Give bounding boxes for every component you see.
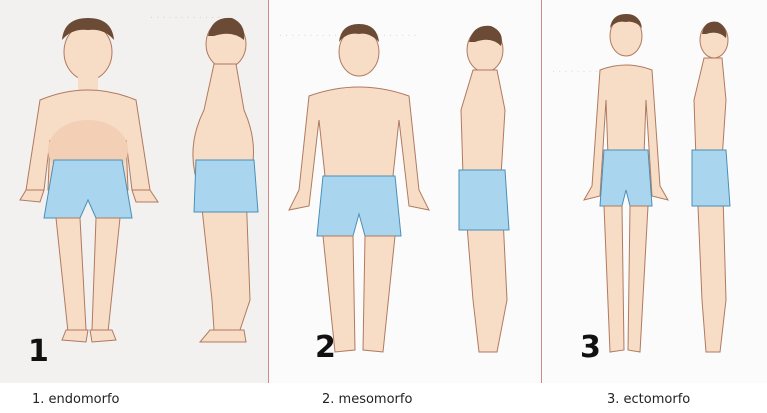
- mesomorph-front-figure: [289, 24, 429, 352]
- endomorph-illustration: [0, 0, 268, 383]
- ectomorph-side-figure: [692, 22, 730, 352]
- ectomorph-illustration: [542, 0, 767, 383]
- figure-number-1: 1: [28, 334, 49, 369]
- caption-mesomorph: 2. mesomorfo: [322, 392, 412, 407]
- panel-endomorph: . . . . . . . . . . . . 1: [0, 0, 268, 383]
- figure-number-2: 2: [315, 330, 336, 365]
- caption-ectomorph: 3. ectomorfo: [607, 392, 690, 407]
- caption-endomorph: 1. endomorfo: [32, 392, 119, 407]
- endomorph-front-figure: [20, 18, 158, 342]
- endomorph-side-figure: [193, 18, 258, 342]
- figure-number-3: 3: [580, 330, 601, 365]
- ectomorph-front-figure: [584, 14, 668, 352]
- panel-ectomorph: . . . . . . . . . . . . . . 3: [542, 0, 767, 383]
- mesomorph-illustration: [269, 0, 541, 383]
- panel-mesomorph: . . . . . . . . . . . . . . . . . . . . …: [269, 0, 541, 383]
- mesomorph-side-figure: [459, 26, 509, 352]
